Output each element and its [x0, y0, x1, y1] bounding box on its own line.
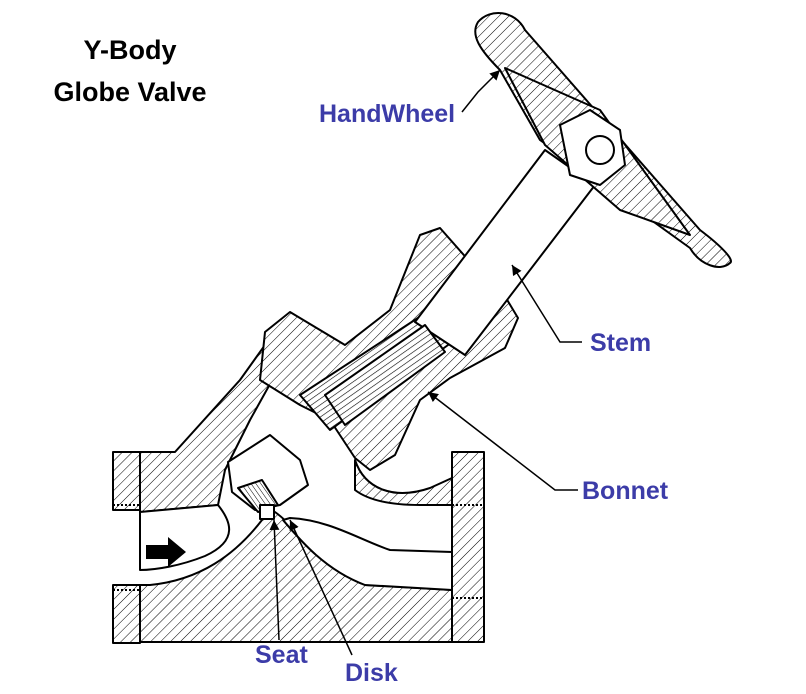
- bonnet-leader: [427, 391, 578, 491]
- label-bonnet: Bonnet: [582, 477, 669, 505]
- valve-body: [112, 319, 485, 644]
- seat-leader: [269, 519, 280, 641]
- disk-assembly: [227, 434, 309, 520]
- diagram-title-line-2: Globe Valve: [53, 77, 207, 107]
- label-seat: Seat: [255, 641, 308, 669]
- label-stem: Stem: [590, 329, 651, 357]
- label-disk: Disk: [345, 659, 398, 687]
- disk-leader: [289, 519, 353, 656]
- stem-leader: [511, 264, 582, 343]
- handwheel: [474, 11, 732, 268]
- flow-direction-arrow-icon: [146, 537, 186, 567]
- handwheel-leader: [461, 69, 501, 113]
- label-handwheel: HandWheel: [319, 100, 455, 128]
- stem: [324, 149, 596, 426]
- leader-lines: [269, 69, 582, 656]
- diagram-title-line-1: Y-Body: [83, 35, 177, 65]
